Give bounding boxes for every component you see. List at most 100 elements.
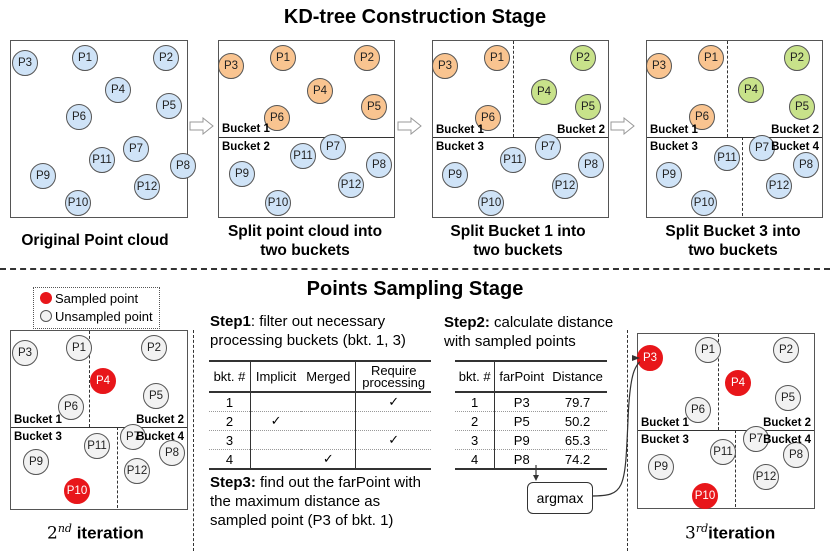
argmax-box: argmax	[527, 482, 593, 514]
iteration3-caption: 3rditeration	[685, 522, 775, 544]
point-p3: P3	[12, 50, 38, 76]
point-p8: P8	[578, 152, 604, 178]
header-bkt: bkt. #	[209, 361, 251, 392]
cell-dist: 79.7	[564, 394, 591, 410]
curve-arrow-line	[590, 361, 640, 497]
split-line-horizontal	[433, 137, 608, 138]
iteration-number: 2	[47, 523, 58, 544]
cell-implicit: ✓	[270, 413, 282, 428]
point-p1: P1	[695, 337, 721, 363]
point-p5: P5	[361, 94, 387, 120]
cell-implicit	[250, 431, 301, 450]
legend: Sampled point Unsampled point	[33, 287, 160, 329]
point-p10: P10	[265, 190, 291, 216]
cell-bkt: 4	[209, 449, 251, 469]
bucket-label: Bucket 1	[436, 124, 484, 136]
point-p5: P5	[156, 93, 182, 119]
bucket-label: Bucket 1	[641, 417, 689, 429]
point-p9: P9	[656, 162, 682, 188]
step3-text: Step3: find out the farPoint with the ma…	[210, 473, 421, 530]
legend-unsampled: Unsampled point	[40, 308, 153, 326]
point-p7: P7	[749, 135, 775, 161]
caption-line: Original Point cloud	[21, 232, 169, 249]
header-bkt: bkt. #	[455, 361, 496, 392]
point-p11: P11	[710, 439, 736, 465]
iteration-suffix: nd	[57, 522, 72, 535]
split-line-vertical	[513, 41, 514, 137]
cell-implicit	[250, 450, 301, 470]
point-p12: P12	[134, 174, 160, 200]
point-p4: P4	[738, 77, 764, 103]
step2-line: with sampled points	[444, 333, 576, 350]
point-p8: P8	[783, 442, 809, 468]
point-p5: P5	[789, 94, 815, 120]
table-row: 2✓	[209, 411, 431, 431]
sampling-stage-title: Points Sampling Stage	[306, 278, 524, 300]
point-p7: P7	[320, 134, 346, 160]
arrow-head-icon	[632, 355, 640, 361]
cell-merged	[301, 392, 357, 412]
header-merged: Merged	[301, 361, 357, 392]
caption-line: Split point cloud into	[227, 223, 383, 240]
point-p3: P3	[432, 53, 458, 79]
bucket-label: Bucket 3	[650, 141, 698, 153]
split-line-horizontal	[219, 137, 394, 138]
point-p1: P1	[698, 45, 724, 71]
split-line-horizontal	[647, 137, 822, 138]
bucket-label: Bucket 4	[763, 434, 811, 446]
step1-text: Step1: filter out necessary processing b…	[210, 312, 406, 350]
split-line-vertical	[89, 331, 90, 427]
caption-line: Split Bucket 3 into	[665, 223, 801, 240]
cell-bkt: 1	[209, 392, 251, 412]
header-farpoint: farPoint	[499, 369, 545, 384]
point-p6: P6	[66, 104, 92, 130]
bucket-label: Bucket 1	[650, 124, 698, 136]
point-p4: P4	[531, 79, 557, 105]
split-line-horizontal	[11, 427, 187, 428]
iteration2-caption: 2nd iteration	[47, 522, 144, 544]
cell-bkt: 3	[209, 430, 251, 450]
split-line-vertical	[727, 41, 728, 137]
iteration-suffix: rd	[695, 522, 709, 535]
point-p9: P9	[229, 161, 255, 187]
point-p4: P4	[725, 370, 751, 396]
point-p10: P10	[65, 190, 91, 216]
point-p4: P4	[90, 368, 116, 394]
point-p8: P8	[366, 152, 392, 178]
bucket-label: Bucket 2	[771, 124, 819, 136]
cell-bkt: 1	[455, 392, 496, 412]
point-p9: P9	[30, 163, 56, 189]
point-p6: P6	[264, 105, 290, 131]
point-p7: P7	[535, 134, 561, 160]
cell-dist: 65.3	[564, 432, 591, 448]
legend-label: Sampled point	[55, 291, 139, 306]
cell-dist: 50.2	[564, 413, 591, 429]
bucket-label: Bucket 2	[557, 124, 605, 136]
point-p1: P1	[72, 45, 98, 71]
point-p10: P10	[691, 190, 717, 216]
point-p11: P11	[500, 147, 526, 173]
point-p7: P7	[743, 426, 769, 452]
point-p6: P6	[58, 394, 84, 420]
construction-stage-title: KD-tree Construction Stage	[283, 6, 547, 28]
point-p8: P8	[170, 153, 196, 179]
argmax-connector	[533, 361, 640, 497]
point-p5: P5	[775, 385, 801, 411]
point-p11: P11	[714, 145, 740, 171]
cell-bkt: 2	[209, 411, 251, 431]
cell-merged	[301, 411, 357, 431]
point-p2: P2	[354, 45, 380, 71]
point-p4: P4	[307, 78, 333, 104]
down-arrow-icon	[533, 475, 539, 481]
right-arrow-icon	[397, 117, 422, 135]
point-p1: P1	[484, 45, 510, 71]
point-p12: P12	[338, 172, 364, 198]
header-line: Require	[370, 362, 417, 378]
iteration-label: iteration	[76, 523, 144, 543]
point-p2: P2	[570, 45, 596, 71]
